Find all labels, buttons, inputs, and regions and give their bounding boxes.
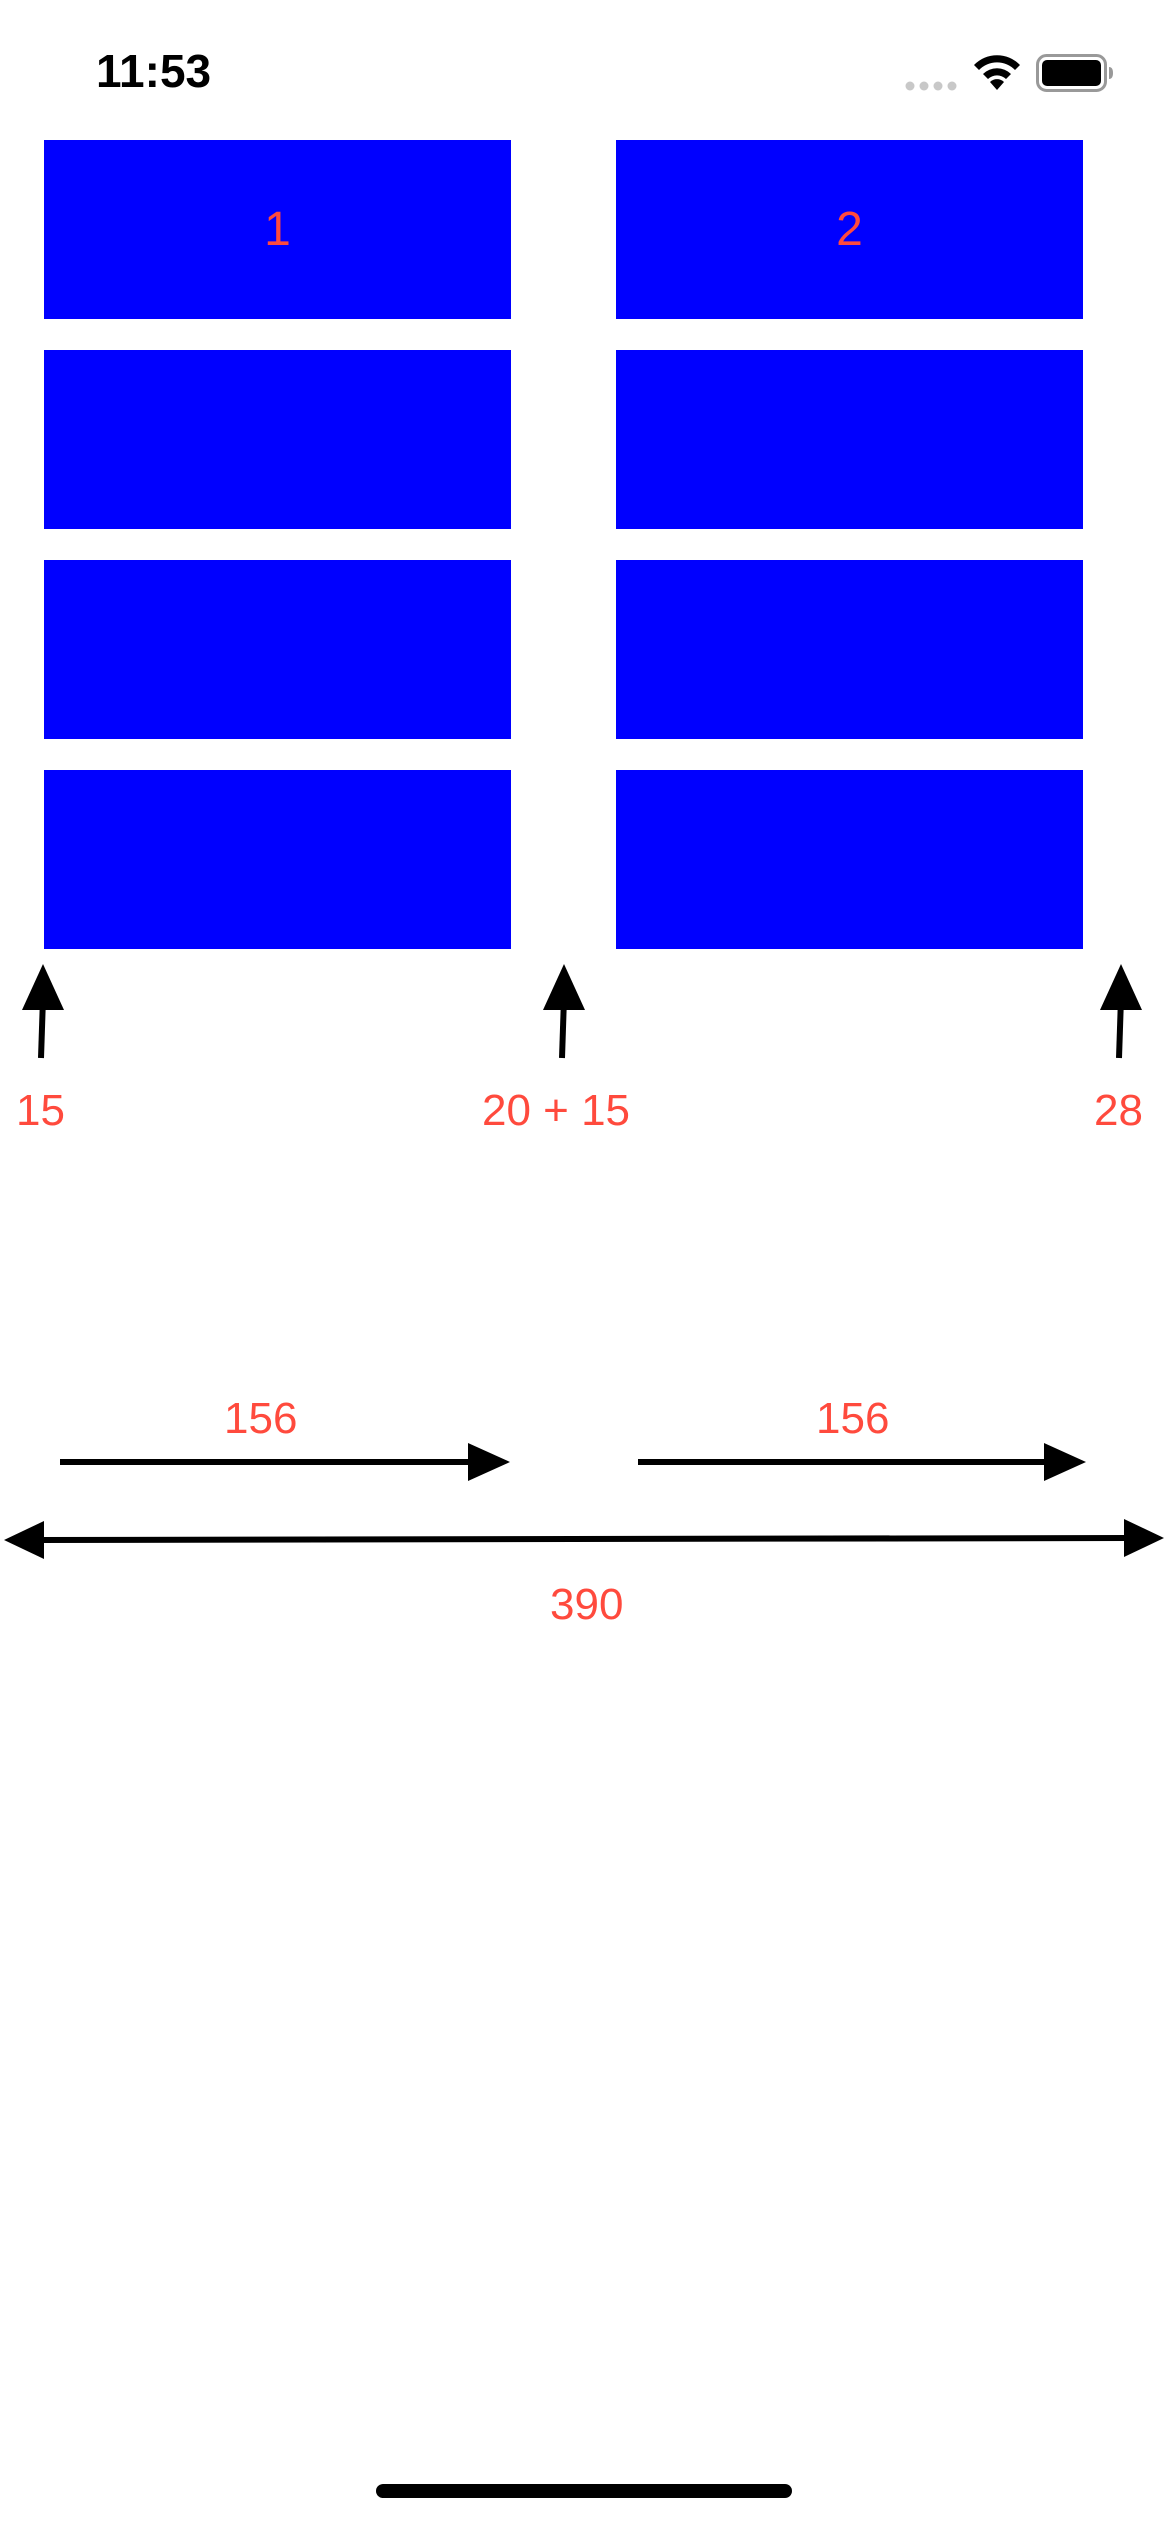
status-time: 11:53 <box>96 45 212 97</box>
arrow-right-icon <box>638 1443 1086 1481</box>
battery-icon <box>1036 54 1113 92</box>
grid-cell-8 <box>616 770 1083 949</box>
cell-width-label-right: 156 <box>816 1394 890 1443</box>
wifi-icon <box>974 55 1020 90</box>
cell-label: 1 <box>264 203 291 256</box>
arrow-up-icon <box>22 964 64 1059</box>
left-margin-label: 15 <box>16 1086 65 1135</box>
cell-label: 2 <box>836 203 863 256</box>
gap-label: 20 + 15 <box>482 1086 631 1135</box>
grid-cell-5 <box>44 560 511 739</box>
arrow-up-icon <box>1100 964 1142 1059</box>
arrow-right-icon <box>60 1443 510 1481</box>
grid-cell-2: 2 <box>616 140 1083 319</box>
cell-width-label-left: 156 <box>224 1394 298 1443</box>
right-margin-label: 28 <box>1094 1086 1143 1135</box>
arrow-up-icon <box>543 964 585 1059</box>
grid-cell-3 <box>44 350 511 529</box>
home-indicator[interactable] <box>376 2484 792 2498</box>
grid-cell-6 <box>616 560 1083 739</box>
double-arrow-icon <box>4 1519 1164 1559</box>
total-width-label: 390 <box>550 1580 624 1629</box>
grid-cell-7 <box>44 770 511 949</box>
grid-cell-1: 1 <box>44 140 511 319</box>
grid-cell-4 <box>616 350 1083 529</box>
signal-icon <box>905 81 957 91</box>
